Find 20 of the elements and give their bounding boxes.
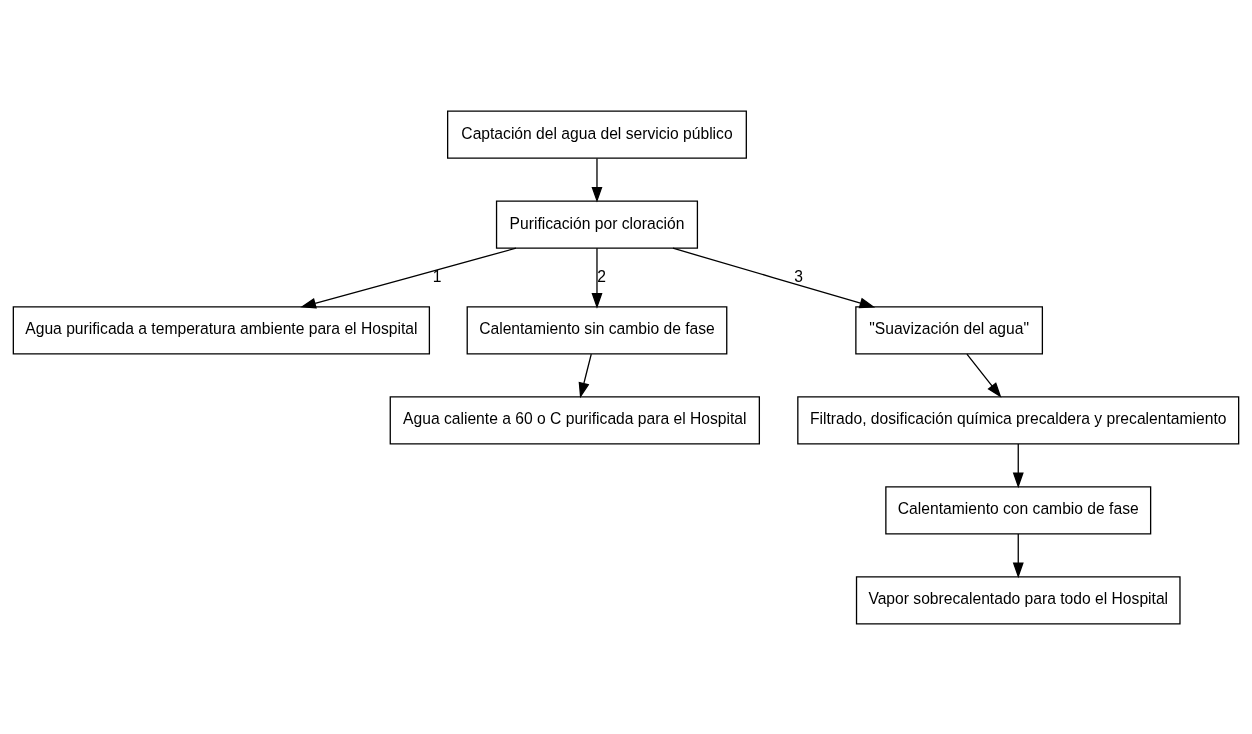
edge-label: 3 bbox=[794, 267, 803, 285]
node-box: "Suavización del agua" bbox=[855, 305, 1044, 354]
edge-label: 2 bbox=[597, 267, 606, 285]
arrow bbox=[1012, 442, 1024, 488]
node-box: Agua caliente a 60 o C purificada para el Hospital bbox=[389, 395, 760, 444]
node-box: Calentamiento sin cambio de fase bbox=[466, 305, 728, 354]
edge-label: 1 bbox=[432, 267, 442, 285]
arrow bbox=[591, 157, 603, 203]
arrow bbox=[591, 247, 603, 309]
node-box: Purificación por cloración bbox=[495, 200, 699, 249]
arrow bbox=[300, 247, 517, 308]
node-box: Agua purificada a temperatura ambiente para el Hospital bbox=[12, 305, 431, 354]
arrow bbox=[1012, 532, 1024, 578]
node-box: Vapor sobrecalentado para todo el Hospital bbox=[855, 575, 1181, 624]
arrow bbox=[672, 247, 876, 308]
arrow bbox=[966, 353, 1002, 398]
node-box: Filtrado, dosificación química precaldera y precalentamiento bbox=[797, 395, 1240, 444]
node-box: Calentamiento con cambio de fase bbox=[885, 485, 1152, 534]
node-box: Captación del agua del servicio público bbox=[447, 110, 747, 159]
arrow bbox=[578, 353, 592, 398]
